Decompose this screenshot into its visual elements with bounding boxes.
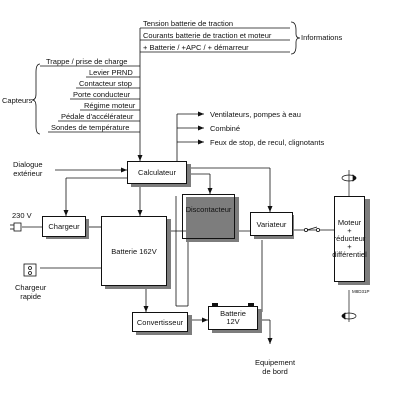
moteur-code: M8D31P [352, 289, 370, 294]
output-item: Combiné [210, 124, 241, 133]
variateur-label: Variateur [256, 219, 287, 229]
arrow-head [267, 206, 273, 212]
info-item: + Batterie / +APC / + démarreur [143, 43, 249, 52]
convertisseur-box: Convertisseur [132, 312, 188, 332]
sensor-item: Sondes de température [51, 123, 130, 132]
box-shadow [186, 197, 239, 242]
sensor-item: Levier PRND [89, 68, 133, 77]
sensor-item: Trappe / prise de charge [46, 57, 128, 66]
batterie-box: Batterie 162V [101, 216, 167, 286]
info-brace [290, 21, 301, 55]
arrow-head [207, 188, 213, 194]
chargeur-label: Chargeur [48, 222, 80, 231]
sensor-item: Régime moteur [84, 101, 136, 110]
moteur-box: Moteur + réducteur + différentiel [332, 196, 367, 282]
batterie-label: Batterie 162V [111, 246, 157, 256]
terminal [212, 303, 218, 306]
output-item: Feux de stop, de recul, clignotants [210, 138, 325, 147]
discontacteur-label: Discontacteur [185, 205, 232, 214]
variateur-box: Variateur [250, 212, 293, 236]
sensor-item: Contacteur stop [79, 79, 132, 88]
moteur-label: Moteur + réducteur + différentiel [332, 218, 367, 259]
arrow-head [198, 139, 204, 145]
discontacteur-box: Discontacteur [182, 194, 235, 239]
sensors-label: Capteurs [2, 96, 33, 105]
arrow-head [137, 155, 143, 161]
plug-icon [10, 222, 22, 232]
dialogue-label: Dialogue extérieur [13, 160, 43, 178]
arrow-head [198, 111, 204, 117]
rotation-arrow-icon [341, 170, 357, 196]
info-item: Tension batterie de traction [143, 19, 234, 28]
calculateur-label: Calculateur [138, 168, 176, 177]
arrow-head [137, 210, 143, 216]
terminal [248, 303, 254, 306]
calculateur-box: Calculateur [127, 161, 187, 184]
arrow-head [198, 125, 204, 131]
arrow-head [202, 317, 208, 323]
sensor-item: Porte conducteur [73, 90, 131, 99]
switch-contact [315, 227, 320, 232]
arrow-head [143, 306, 149, 312]
arrow-head [121, 167, 127, 173]
info-item: Courants batterie de traction et moteur [143, 31, 272, 40]
arrow-head [63, 210, 69, 216]
fast-charger-connector-icon [23, 263, 37, 277]
voltage-label: 230 V [12, 211, 32, 220]
rotation-arrow-icon [341, 290, 357, 322]
fast-charger-label: Chargeur rapide [15, 283, 47, 301]
output-item: Ventilateurs, pompes à eau [210, 110, 301, 119]
info-label: Informations [301, 33, 343, 42]
batterie12-box: Batterie 12V [208, 306, 258, 330]
convertisseur-label: Convertisseur [136, 317, 184, 327]
arrow-head [267, 338, 273, 344]
equipement-label: Equipement de bord [255, 358, 296, 376]
chargeur-box: Chargeur [42, 216, 86, 237]
sensor-item: Pédale d'accélérateur [61, 112, 134, 121]
batterie12-label: Batterie 12V [220, 309, 246, 326]
sensor-brace [31, 63, 41, 135]
